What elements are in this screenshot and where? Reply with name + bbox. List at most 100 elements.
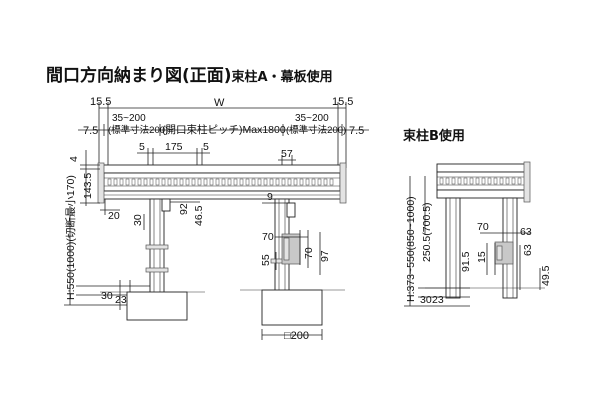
label-92: 92: [178, 203, 190, 215]
label-range-left: 35~200: [112, 113, 146, 124]
label-23: 23: [115, 294, 127, 306]
label-sq200: □200: [284, 330, 309, 342]
slat-slot: [517, 177, 522, 185]
label-b-15: 15: [476, 251, 488, 263]
label-7-5-right: 7.5: [349, 125, 364, 137]
slat-slot: [475, 177, 480, 185]
label-20: 20: [108, 210, 120, 222]
label-b-49-5: 49.5: [540, 265, 552, 286]
slat-slot: [149, 178, 154, 186]
label-b-70-top: 70: [477, 221, 489, 233]
slat-slot: [227, 178, 232, 186]
slat-slot: [505, 177, 510, 185]
slat-slot: [511, 177, 516, 185]
slat-slot: [203, 178, 208, 186]
slat-slot: [487, 177, 492, 185]
frame-front-view: [97, 162, 347, 204]
slat-slot: [287, 178, 292, 186]
slat-slot: [137, 178, 142, 186]
slat-slot: [209, 178, 214, 186]
slat-slot: [251, 178, 256, 186]
label-9: 9: [267, 191, 273, 203]
slat-slot: [469, 177, 474, 185]
label-5-mid: 5: [203, 141, 209, 153]
slat-slot: [107, 178, 112, 186]
slat-slot: [221, 178, 226, 186]
label-5-left: 5: [139, 141, 145, 153]
deck-slats: [107, 178, 334, 186]
label-b-91-5: 91.5: [460, 251, 472, 272]
post-a-left: [143, 198, 200, 300]
label-b-63-top: 63: [520, 226, 532, 238]
slat-slot: [281, 178, 286, 186]
slat-slot: [143, 178, 148, 186]
footing-right: [240, 289, 345, 340]
slat-slot: [493, 177, 498, 185]
label-std-left: (標準寸法200): [108, 124, 168, 136]
slat-slot: [457, 177, 462, 185]
label-4: 4: [68, 156, 80, 162]
slat-slot: [263, 178, 268, 186]
detail-post-b: [404, 161, 545, 307]
label-pitch: (開口束柱ピッチ)Max1800: [162, 123, 286, 136]
label-55: 55: [260, 254, 272, 266]
slat-slot: [239, 178, 244, 186]
slat-slot: [185, 178, 190, 186]
slat-slot: [329, 178, 334, 186]
label-30-post: 30: [132, 214, 144, 226]
slat-slot: [323, 178, 328, 186]
label-7-5-left: 7.5: [83, 125, 98, 137]
dimension-labels: 15.5 W 15.5 35~200 (標準寸法200) (開口束柱ピッチ)Ma…: [64, 96, 552, 342]
slat-slot: [451, 177, 456, 185]
label-h-left: H:550(1000)(切断最小170): [64, 175, 77, 300]
label-b-63-right: 63: [522, 244, 534, 256]
label-range-right: 35~200: [295, 113, 329, 124]
secondary-title: 束柱B使用: [403, 125, 465, 144]
slat-slot: [119, 178, 124, 186]
slat-slot: [197, 178, 202, 186]
label-b-250-5: 250.5(700.5): [421, 202, 433, 262]
slat-slot: [445, 177, 450, 185]
label-175: 175: [165, 141, 183, 153]
label-143-5: 143.5: [82, 173, 94, 199]
label-b-23: 23: [432, 294, 444, 306]
slat-slot: [257, 178, 262, 186]
slat-slot: [167, 178, 172, 186]
slat-slot: [317, 178, 322, 186]
label-97: 97: [319, 250, 331, 262]
slat-slot: [173, 178, 178, 186]
slat-slot: [439, 177, 444, 185]
slat-slot: [269, 178, 274, 186]
slat-slot: [293, 178, 298, 186]
slat-slot: [125, 178, 130, 186]
label-b-h: H:373~550(850~1000): [405, 196, 417, 302]
slat-slot: [161, 178, 166, 186]
slat-slot: [191, 178, 196, 186]
slat-slot: [155, 178, 160, 186]
post-b-left: [445, 197, 461, 299]
main-title-text: 間口方向納まり図(正面): [46, 66, 232, 86]
main-title-suffix: 束柱A・幕板使用: [231, 70, 333, 85]
slat-slot: [113, 178, 118, 186]
label-70-top: 70: [262, 231, 274, 243]
label-std-right: (標準寸法200): [286, 124, 346, 136]
slat-slot: [481, 177, 486, 185]
label-w: W: [214, 97, 225, 109]
bracket-left: [161, 198, 171, 212]
label-30-bottom: 30: [101, 290, 113, 302]
secondary-title-text: 束柱B使用: [403, 129, 465, 144]
slat-slot: [215, 178, 220, 186]
slat-slot: [179, 178, 184, 186]
post-section-detail: [275, 230, 321, 275]
footing-left: [100, 291, 205, 321]
slat-slot: [311, 178, 316, 186]
slat-slot: [305, 178, 310, 186]
slat-slot: [245, 178, 250, 186]
label-46-5: 46.5: [193, 205, 205, 226]
slat-slot: [463, 177, 468, 185]
label-15-5-left: 15.5: [90, 96, 111, 108]
slat-slot: [233, 178, 238, 186]
label-70-right: 70: [303, 247, 315, 259]
label-b-30: 30: [420, 294, 432, 306]
